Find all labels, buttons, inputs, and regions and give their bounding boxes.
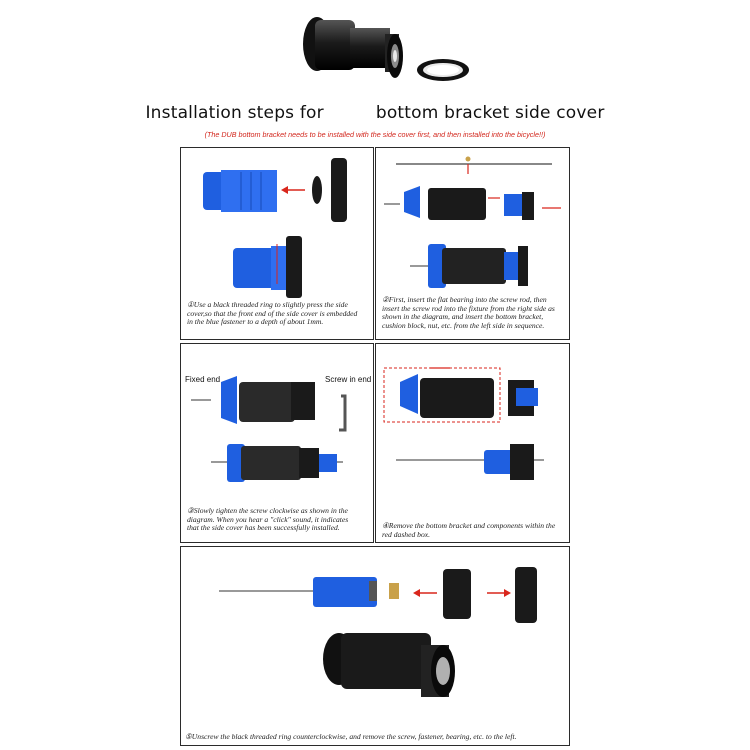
fixed-end-label: Fixed end xyxy=(185,375,221,384)
step-3-caption: ③Slowly tighten the screw clockwise as s… xyxy=(187,506,349,533)
title-part-2: bottom bracket side cover xyxy=(375,103,605,123)
step-1-panel: ①Use a black threaded ring to slightly p… xyxy=(180,147,374,340)
page-subtitle: (The DUB bottom bracket needs to be inst… xyxy=(204,130,546,139)
step-5-panel: ⑤Unscrew the black threaded ring counter… xyxy=(180,546,570,746)
step-5-caption: ⑤Unscrew the black threaded ring counter… xyxy=(185,732,517,741)
page-title: Installation steps for bottom bracket sid… xyxy=(0,103,750,123)
title-part-1: Installation steps for xyxy=(145,103,324,123)
step-1-caption: ①Use a black threaded ring to slightly p… xyxy=(187,300,358,327)
step-4-panel: ④Remove the bottom bracket and component… xyxy=(375,343,570,543)
product-photo xyxy=(303,17,469,81)
step-2-illustration xyxy=(384,156,561,288)
step-4-caption: ④Remove the bottom bracket and component… xyxy=(382,521,556,539)
step-3-panel: Fixed end Screw in end ③Slowly tighten t… xyxy=(180,343,374,543)
screw-in-end-label: Screw in end xyxy=(325,375,372,384)
step-2-caption: ②First, insert the flat bearing into the… xyxy=(382,295,555,330)
step-3-illustration xyxy=(191,376,347,482)
step-5-illustration xyxy=(219,567,537,697)
step-2-panel: ②First, insert the flat bearing into the… xyxy=(375,147,570,340)
step-4-illustration xyxy=(383,367,544,480)
step-1-illustration xyxy=(203,158,347,298)
